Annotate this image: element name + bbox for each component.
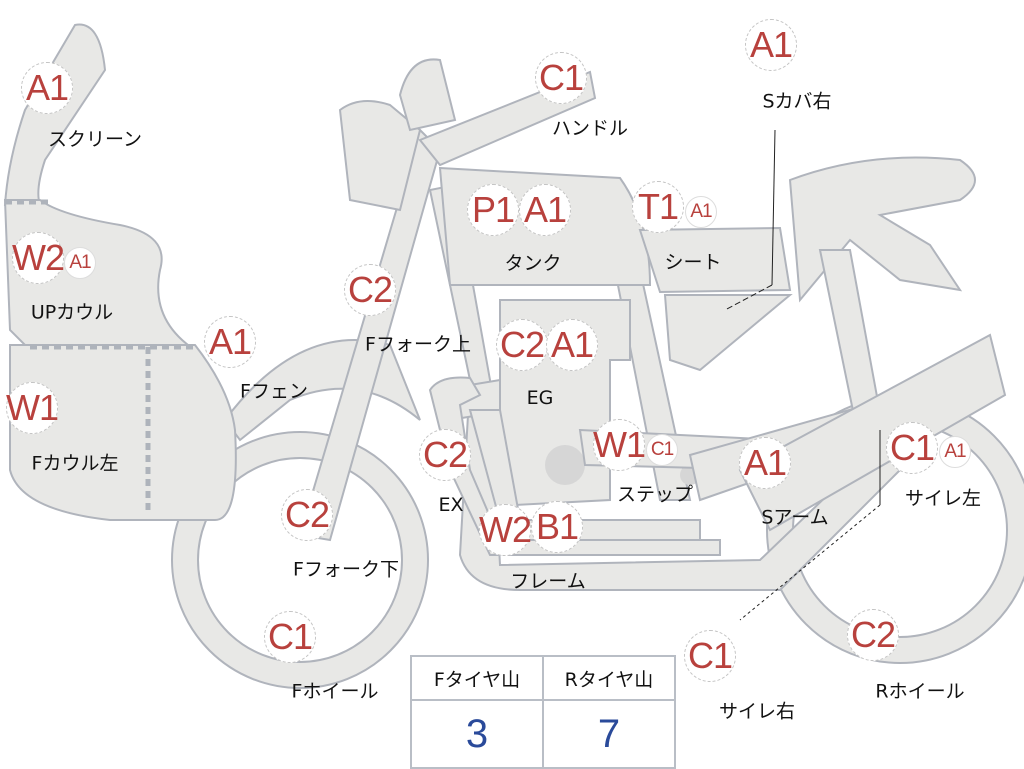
condition-code-badge: C1 — [886, 422, 938, 474]
condition-code-badge-small: A1 — [685, 196, 717, 228]
condition-code-badge: A1 — [745, 19, 797, 71]
condition-code-badge: W1 — [593, 419, 646, 471]
part-label: Fホイール — [291, 680, 379, 703]
condition-code-badge: W2 — [12, 232, 65, 284]
condition-code-badge: C2 — [281, 489, 333, 541]
condition-code-badge: A1 — [739, 437, 791, 489]
rear-tire-value: 7 — [542, 699, 676, 769]
part-label: サイレ左 — [904, 487, 982, 510]
front-wheel — [172, 432, 428, 688]
part-label: UPカウル — [30, 301, 114, 324]
condition-code-badge: A1 — [519, 184, 571, 236]
condition-code-badge-small: A1 — [64, 247, 96, 279]
condition-code-badge: W2 — [479, 504, 532, 556]
condition-code-badge: C1 — [264, 611, 316, 663]
condition-code-badge: T1 — [632, 181, 684, 233]
exhaust-pipe — [428, 376, 721, 556]
part-label: タンク — [504, 252, 562, 275]
part-label: Fフォーク上 — [365, 333, 471, 356]
condition-code-badge: C2 — [344, 264, 396, 316]
front-tire-header: Fタイヤ山 — [410, 655, 544, 701]
condition-code-badge: B1 — [531, 501, 583, 553]
side-cover — [663, 294, 793, 372]
tire-tread-table: Fタイヤ山 Rタイヤ山 3 7 — [410, 655, 676, 769]
condition-code-badge: A1 — [21, 62, 73, 114]
part-label: サイレ右 — [718, 700, 796, 723]
part-label: Fフォーク下 — [293, 558, 399, 581]
silencer — [738, 333, 1007, 532]
part-label: Sカバ右 — [762, 90, 832, 113]
rear-tire-header: Rタイヤ山 — [542, 655, 676, 701]
part-label: Sアーム — [761, 506, 829, 529]
condition-code-badge: C1 — [535, 52, 587, 104]
part-label: Fフェン — [240, 380, 308, 403]
part-label: シート — [664, 251, 722, 274]
part-label: Rホイール — [875, 680, 965, 703]
part-label: スクリーン — [47, 128, 143, 151]
condition-code-badge: C2 — [496, 319, 548, 371]
part-label: ハンドル — [551, 117, 629, 140]
condition-code-badge: A1 — [546, 319, 598, 371]
part-label: EX — [438, 494, 464, 516]
condition-code-badge-small: A1 — [939, 436, 971, 468]
seat — [638, 226, 792, 294]
front-cowl — [9, 344, 237, 521]
condition-code-badge: A1 — [204, 316, 256, 368]
part-label: EG — [526, 387, 554, 409]
front-tire-value: 3 — [410, 699, 544, 769]
condition-code-badge-small: C1 — [646, 434, 678, 466]
screen — [3, 23, 107, 206]
condition-code-badge: P1 — [467, 184, 519, 236]
condition-code-badge: C2 — [847, 609, 899, 661]
condition-code-badge: W1 — [6, 382, 59, 434]
frame — [428, 183, 902, 591]
condition-code-badge: C2 — [419, 429, 471, 481]
part-label: Fカウル左 — [31, 452, 119, 475]
part-label: フレーム — [510, 570, 586, 593]
condition-code-badge: C1 — [684, 630, 736, 682]
tail — [788, 156, 976, 303]
part-label: ステップ — [616, 483, 694, 506]
